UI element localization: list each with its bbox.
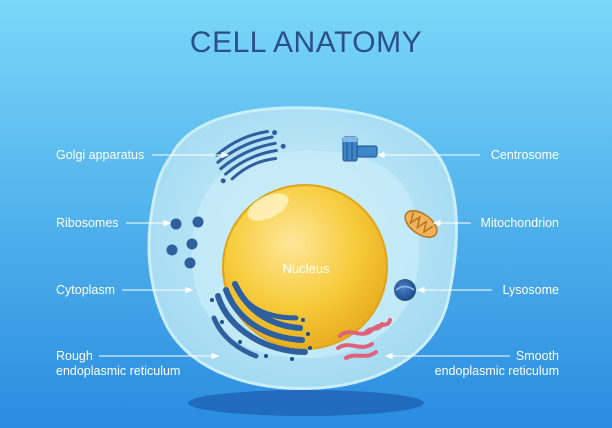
smooth-endoplasmic-reticulum: [336, 318, 392, 360]
label-lysosome: Lysosome: [502, 283, 559, 297]
label-ribosomes: Ribosomes: [56, 216, 119, 230]
label-smooth-er: Smooth endoplasmic reticulum: [435, 349, 559, 379]
golgi-apparatus: [215, 129, 286, 184]
label-nucleus: Nucleus: [282, 261, 330, 276]
label-mitochondrion: Mitochondrion: [480, 216, 559, 230]
label-smooth-er-line1: Smooth: [515, 349, 559, 363]
rough-endoplasmic-reticulum: [211, 281, 308, 359]
leader-lines: [99, 151, 510, 360]
centrosome: [342, 136, 378, 162]
label-cytoplasm: Cytoplasm: [56, 283, 116, 297]
label-centrosome: Centrosome: [490, 148, 559, 162]
label-rough-er: Rough endoplasmic reticulum: [56, 349, 180, 379]
label-smooth-er-line2: endoplasmic reticulum: [434, 364, 559, 378]
label-golgi-apparatus: Golgi apparatus: [56, 148, 145, 162]
cell-shadow: [188, 390, 424, 416]
diagram-title: CELL ANATOMY: [189, 26, 423, 59]
label-rough-er-line2: endoplasmic reticulum: [56, 364, 181, 378]
rough-er-ribosome-dots: [210, 298, 312, 361]
label-rough-er-line1: Rough: [56, 349, 93, 363]
lysosome: [394, 279, 416, 301]
ribosomes: [166, 216, 204, 269]
mitochondrion: [404, 210, 438, 238]
